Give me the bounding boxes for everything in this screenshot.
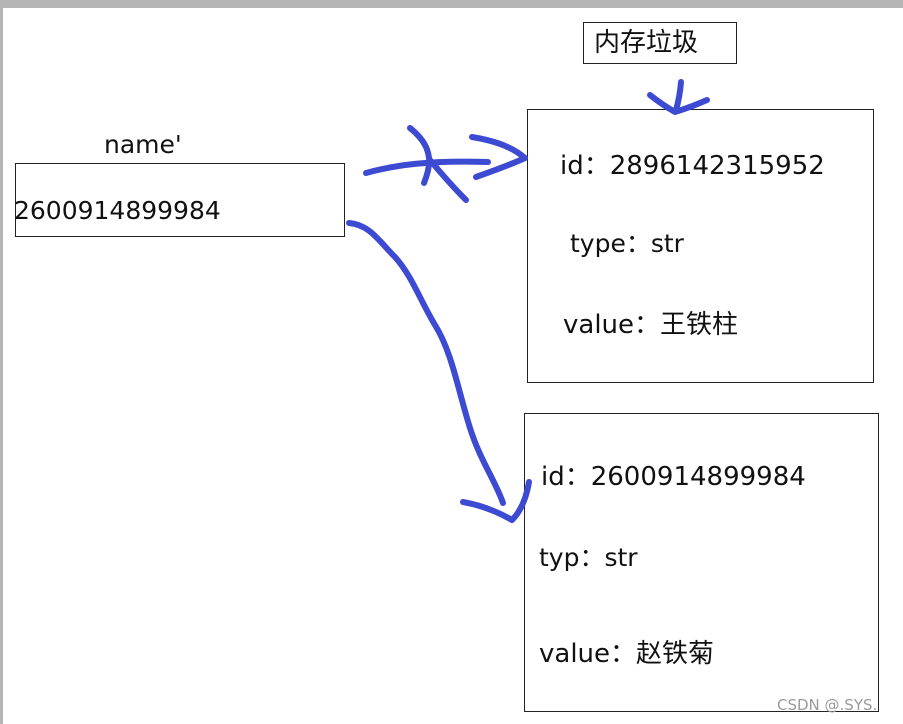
- new-object-box: [524, 413, 879, 712]
- new-object-value: value：赵铁菊: [539, 639, 715, 669]
- old-object-type: type：str: [570, 229, 684, 258]
- new-object-type: typ：str: [539, 543, 638, 572]
- variable-name-label: name': [104, 130, 182, 159]
- variable-reference-box: [15, 163, 345, 237]
- watermark: CSDN @.SYS.: [777, 696, 878, 714]
- variable-reference-value: 2600914899984: [14, 196, 221, 225]
- garbage-label-text: 内存垃圾: [594, 28, 699, 58]
- garbage-label-box: [583, 22, 737, 64]
- old-object-value: value：王铁柱: [563, 310, 739, 340]
- new-object-id: id：2600914899984: [541, 462, 806, 492]
- old-object-id: id：2896142315952: [560, 151, 825, 181]
